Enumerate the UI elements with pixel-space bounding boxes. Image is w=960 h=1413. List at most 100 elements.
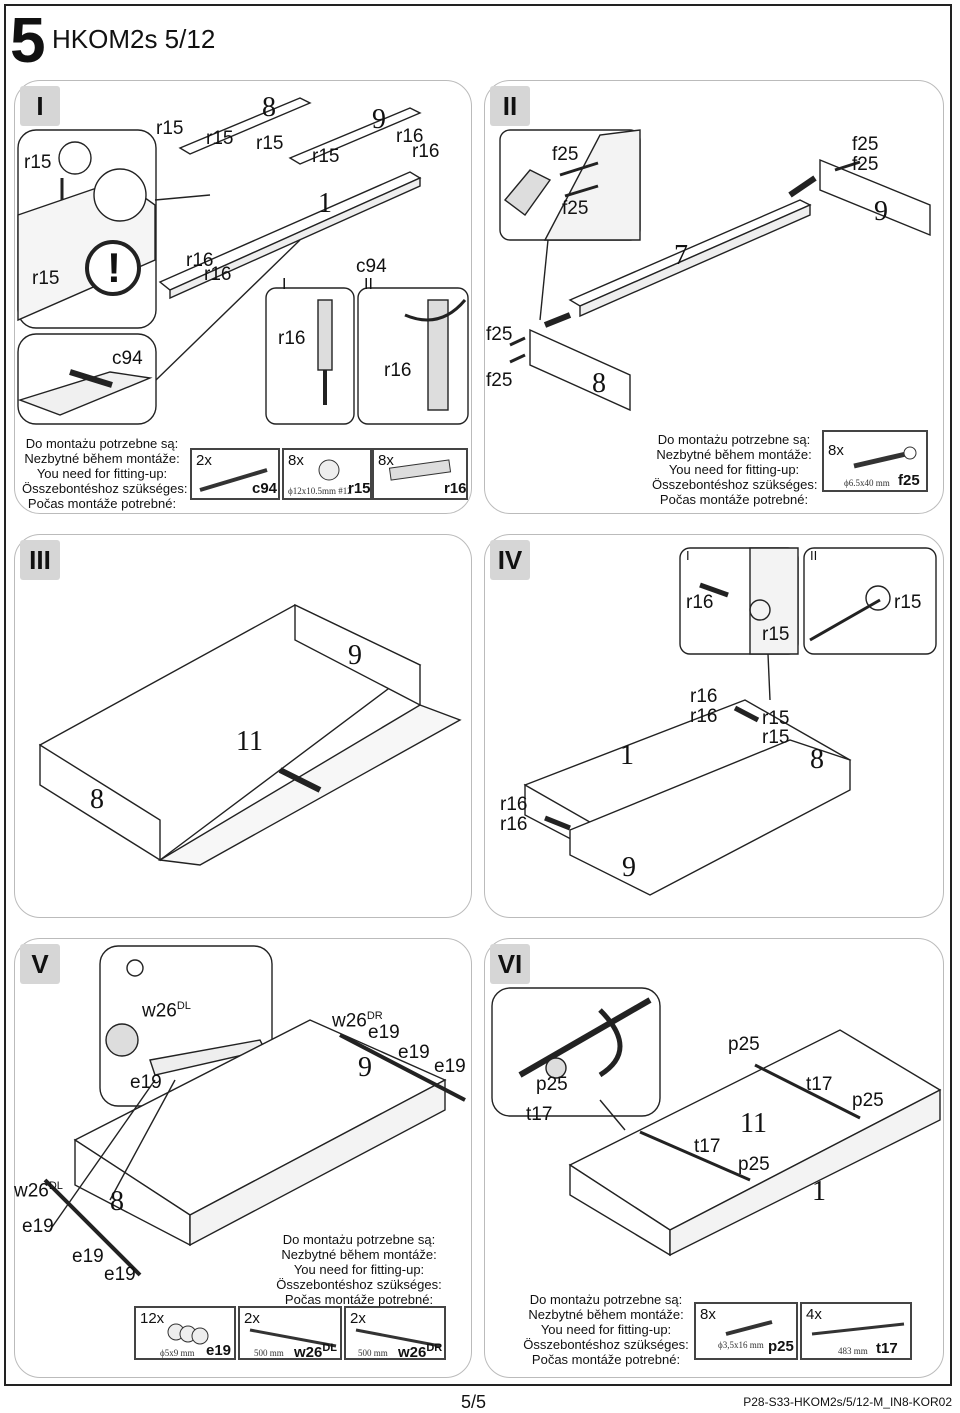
label-c94: c94 — [112, 348, 143, 369]
label-f25: f25 — [486, 324, 513, 345]
part-number: 8 — [110, 1186, 124, 1217]
label-e19: e19 — [368, 1022, 400, 1043]
svg-text:!: ! — [107, 244, 121, 291]
step-badge-3: III — [20, 540, 60, 580]
panel-step-5 — [14, 938, 472, 1378]
label-f25: f25 — [562, 198, 589, 219]
part-number: 9 — [622, 852, 636, 883]
page-frame — [4, 4, 952, 1386]
hardware-t17: 4x 483 mm t17 — [800, 1302, 912, 1360]
label-f25: f25 — [852, 134, 879, 155]
hardware-c94: 2x c94 — [190, 448, 280, 500]
label-r16: r16 — [690, 706, 718, 727]
label-t17: t17 — [806, 1074, 833, 1095]
panel-step-6 — [484, 938, 944, 1378]
label-r16: r16 — [412, 141, 440, 162]
label-e19: e19 — [104, 1264, 136, 1285]
label-p25: p25 — [852, 1090, 884, 1111]
part-number: 8 — [262, 92, 276, 123]
part-number: 1 — [812, 1176, 826, 1207]
label-f25: f25 — [486, 370, 513, 391]
label-r15: r15 — [894, 592, 922, 613]
step-badge-4: IV — [490, 540, 530, 580]
needed-text: Do montażu potrzebne są:Nezbytné během m… — [276, 1232, 442, 1307]
hardware-r16: 8x r16 — [372, 448, 468, 500]
label-r16: r16 — [686, 592, 714, 613]
label-r16: r16 — [500, 814, 528, 835]
label-p25: p25 — [536, 1074, 568, 1095]
part-number: 7 — [674, 240, 688, 271]
label-r16: r16 — [500, 794, 528, 815]
label-p25: p25 — [738, 1154, 770, 1175]
label-e19: e19 — [72, 1246, 104, 1267]
document-reference: P28-S33-HKOM2s/5/12-M_IN8-KOR02 — [743, 1395, 952, 1409]
step-badge-2: II — [490, 86, 530, 126]
label-r16: r16 — [396, 126, 424, 147]
part-number: 1 — [318, 188, 332, 219]
part-number: 8 — [810, 744, 824, 775]
step-badge-1: I — [20, 86, 60, 126]
label-r16: r16 — [384, 360, 412, 381]
panel-step-3 — [14, 534, 472, 918]
page-number: 5/5 — [461, 1392, 487, 1412]
panel-step-4 — [484, 534, 944, 918]
label-w26-dl: w26DL — [142, 1000, 191, 1022]
panel-step-1 — [14, 80, 472, 514]
part-number: 1 — [620, 740, 634, 771]
label-t17: t17 — [694, 1136, 721, 1157]
label-r16: r16 — [690, 686, 718, 707]
step-badge-5: V — [20, 944, 60, 984]
label-e19: e19 — [434, 1056, 466, 1077]
hardware-r15: 8x ϕ12x10.5mm #12 r15 — [282, 448, 372, 500]
part-number: 11 — [740, 1108, 767, 1139]
label-r15: r15 — [762, 624, 790, 645]
model-title: HKOM2s 5/12 — [52, 24, 216, 54]
label-r15: r15 — [762, 727, 790, 748]
needed-text: Do montażu potrzebne są:Nezbytné během m… — [22, 436, 188, 511]
hardware-w26-dr: 2x 500 mm w26DR — [344, 1306, 446, 1361]
needed-text: Do montażu potrzebne są:Nezbytné během m… — [523, 1292, 689, 1367]
step-number: 5 — [10, 4, 46, 76]
label-r16: r16 — [278, 328, 306, 349]
label-c94: c94 — [356, 256, 387, 277]
label-r15: r15 — [206, 128, 234, 149]
part-number: 9 — [348, 640, 362, 671]
label-e19: e19 — [22, 1216, 54, 1237]
label-w26-dl: w26DL — [14, 1180, 63, 1202]
sub-step-label: I — [686, 548, 690, 563]
part-number: 8 — [592, 368, 606, 399]
part-number: 8 — [90, 784, 104, 815]
panel-step-2 — [484, 80, 944, 514]
label-e19: e19 — [130, 1072, 162, 1093]
hardware-p25: 8x ϕ3,5x16 mm p25 — [694, 1302, 798, 1360]
sub-step-label: II — [810, 548, 818, 563]
label-e19: e19 — [398, 1042, 430, 1063]
hardware-e19: 12x ϕ5x9 mm e19 — [134, 1306, 236, 1360]
label-f25: f25 — [552, 144, 579, 165]
label-r15: r15 — [312, 146, 340, 167]
part-number: 9 — [874, 196, 888, 227]
hardware-f25: 8x ϕ6.5x40 mm f25 — [822, 430, 928, 492]
label-r15: r15 — [24, 152, 52, 173]
part-number: 11 — [236, 726, 263, 757]
label-r16: r16 — [204, 264, 232, 285]
hardware-w26-dl: 2x 500 mm w26DL — [238, 1306, 342, 1361]
step-badge-6: VI — [490, 944, 530, 984]
label-r15: r15 — [762, 708, 790, 729]
label-p25: p25 — [728, 1034, 760, 1055]
label-r16: r16 — [186, 250, 214, 271]
sub-step-label: II — [364, 276, 373, 293]
sub-step-label: I — [282, 276, 287, 293]
label-t17: t17 — [526, 1104, 553, 1125]
label-w26-dr: w26DR — [332, 1010, 383, 1032]
part-number: 9 — [358, 1052, 372, 1083]
needed-text: Do montażu potrzebne są:Nezbytné během m… — [652, 432, 818, 507]
label-r15: r15 — [32, 268, 60, 289]
label-r15: r15 — [156, 118, 184, 139]
